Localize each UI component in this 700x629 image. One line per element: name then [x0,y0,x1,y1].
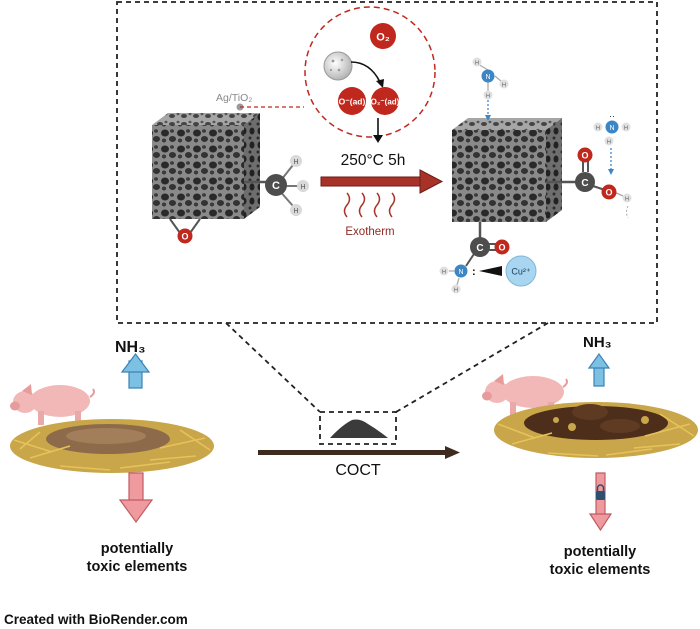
svg-text:H: H [442,270,446,276]
o-ad-label: O⁻(ad) [339,97,366,107]
zoom-line-left [225,322,321,413]
reaction-arrow [320,176,424,187]
copper-ion-label: Cu²⁺ [511,267,531,277]
sample-box [319,411,397,445]
svg-text::: : [472,266,476,278]
copper-ion [505,255,537,287]
svg-text:O: O [581,151,588,161]
svg-text:C: C [272,180,280,192]
svg-text:C: C [476,243,483,254]
carbonyl-oxygen [577,147,593,163]
pig-right [482,374,568,416]
zoom-line-right [395,322,549,413]
svg-text:C: C [581,178,588,189]
svg-text:H: H [502,83,506,89]
right-nh3-label: NH₃ [583,334,612,351]
svg-text:N: N [485,74,490,81]
left-nh3-label: NH₃ [115,339,146,356]
svg-text:O: O [181,232,188,242]
lock-icon [596,491,605,500]
svg-text:N: N [609,125,614,132]
carboxyl-carbon [575,172,595,192]
methyl-carbon [265,174,287,196]
left-pte-line1: potentially [101,541,174,557]
biochar-cube-left [152,113,260,219]
svg-text:N: N [458,269,463,276]
ag-particle [323,51,353,81]
right-pte-arrow [588,472,613,532]
o2-ad-label: O₂⁻(ad) [371,98,400,107]
o2-ad-species [371,87,399,115]
ammonia-nitrogen-right [605,120,619,134]
heat-squiggles [343,192,396,218]
manure-heap-left [10,419,214,473]
ammonia-nitrogen-top [481,69,495,83]
o2-molecule [370,23,396,49]
svg-text:H: H [475,61,479,67]
manure-heap-right [494,402,698,458]
o2-label: O₂ [376,32,390,44]
amide-carbon [470,237,490,257]
oxygen-activation-circle [304,6,436,138]
left-pte-line2: toxic elements [87,559,188,575]
svg-text:H: H [624,126,628,132]
process-arrow [258,450,448,455]
left-nh3-arrow [120,353,151,389]
exotherm-label: Exotherm [345,226,394,238]
right-pte-line1: potentially [564,544,637,560]
footer-credit: Created with BioRender.com [4,612,188,627]
amide-nitrogen [454,264,468,278]
catalyst-label: Ag/TiO₂ [216,92,252,104]
amide-oxygen [494,239,510,255]
svg-text:H: H [625,197,629,203]
svg-text:H: H [454,288,458,294]
left-pte-arrow [118,472,154,524]
pig-left [10,384,95,425]
hydroxyl-oxygen [601,184,617,200]
right-nh3-arrow [587,352,611,387]
svg-text:O: O [498,243,505,253]
o2-arrow [350,61,381,83]
epoxide-oxygen [177,228,193,244]
biochar-cube-right [452,118,562,222]
svg-text:H: H [300,184,305,191]
o-ad-species [338,87,366,115]
svg-text:··: ·· [609,111,615,121]
reaction-condition: 250°C 5h [341,152,406,169]
biochar-pile [330,419,388,438]
svg-text:H: H [486,94,490,100]
svg-text:H: H [293,208,298,215]
inset-frame [116,1,658,324]
svg-text:O: O [605,188,612,198]
process-label: COCT [335,462,381,479]
svg-text:H: H [596,126,600,132]
right-pte-line2: toxic elements [550,562,651,578]
svg-text:H: H [607,140,611,146]
svg-text:H: H [293,159,298,166]
